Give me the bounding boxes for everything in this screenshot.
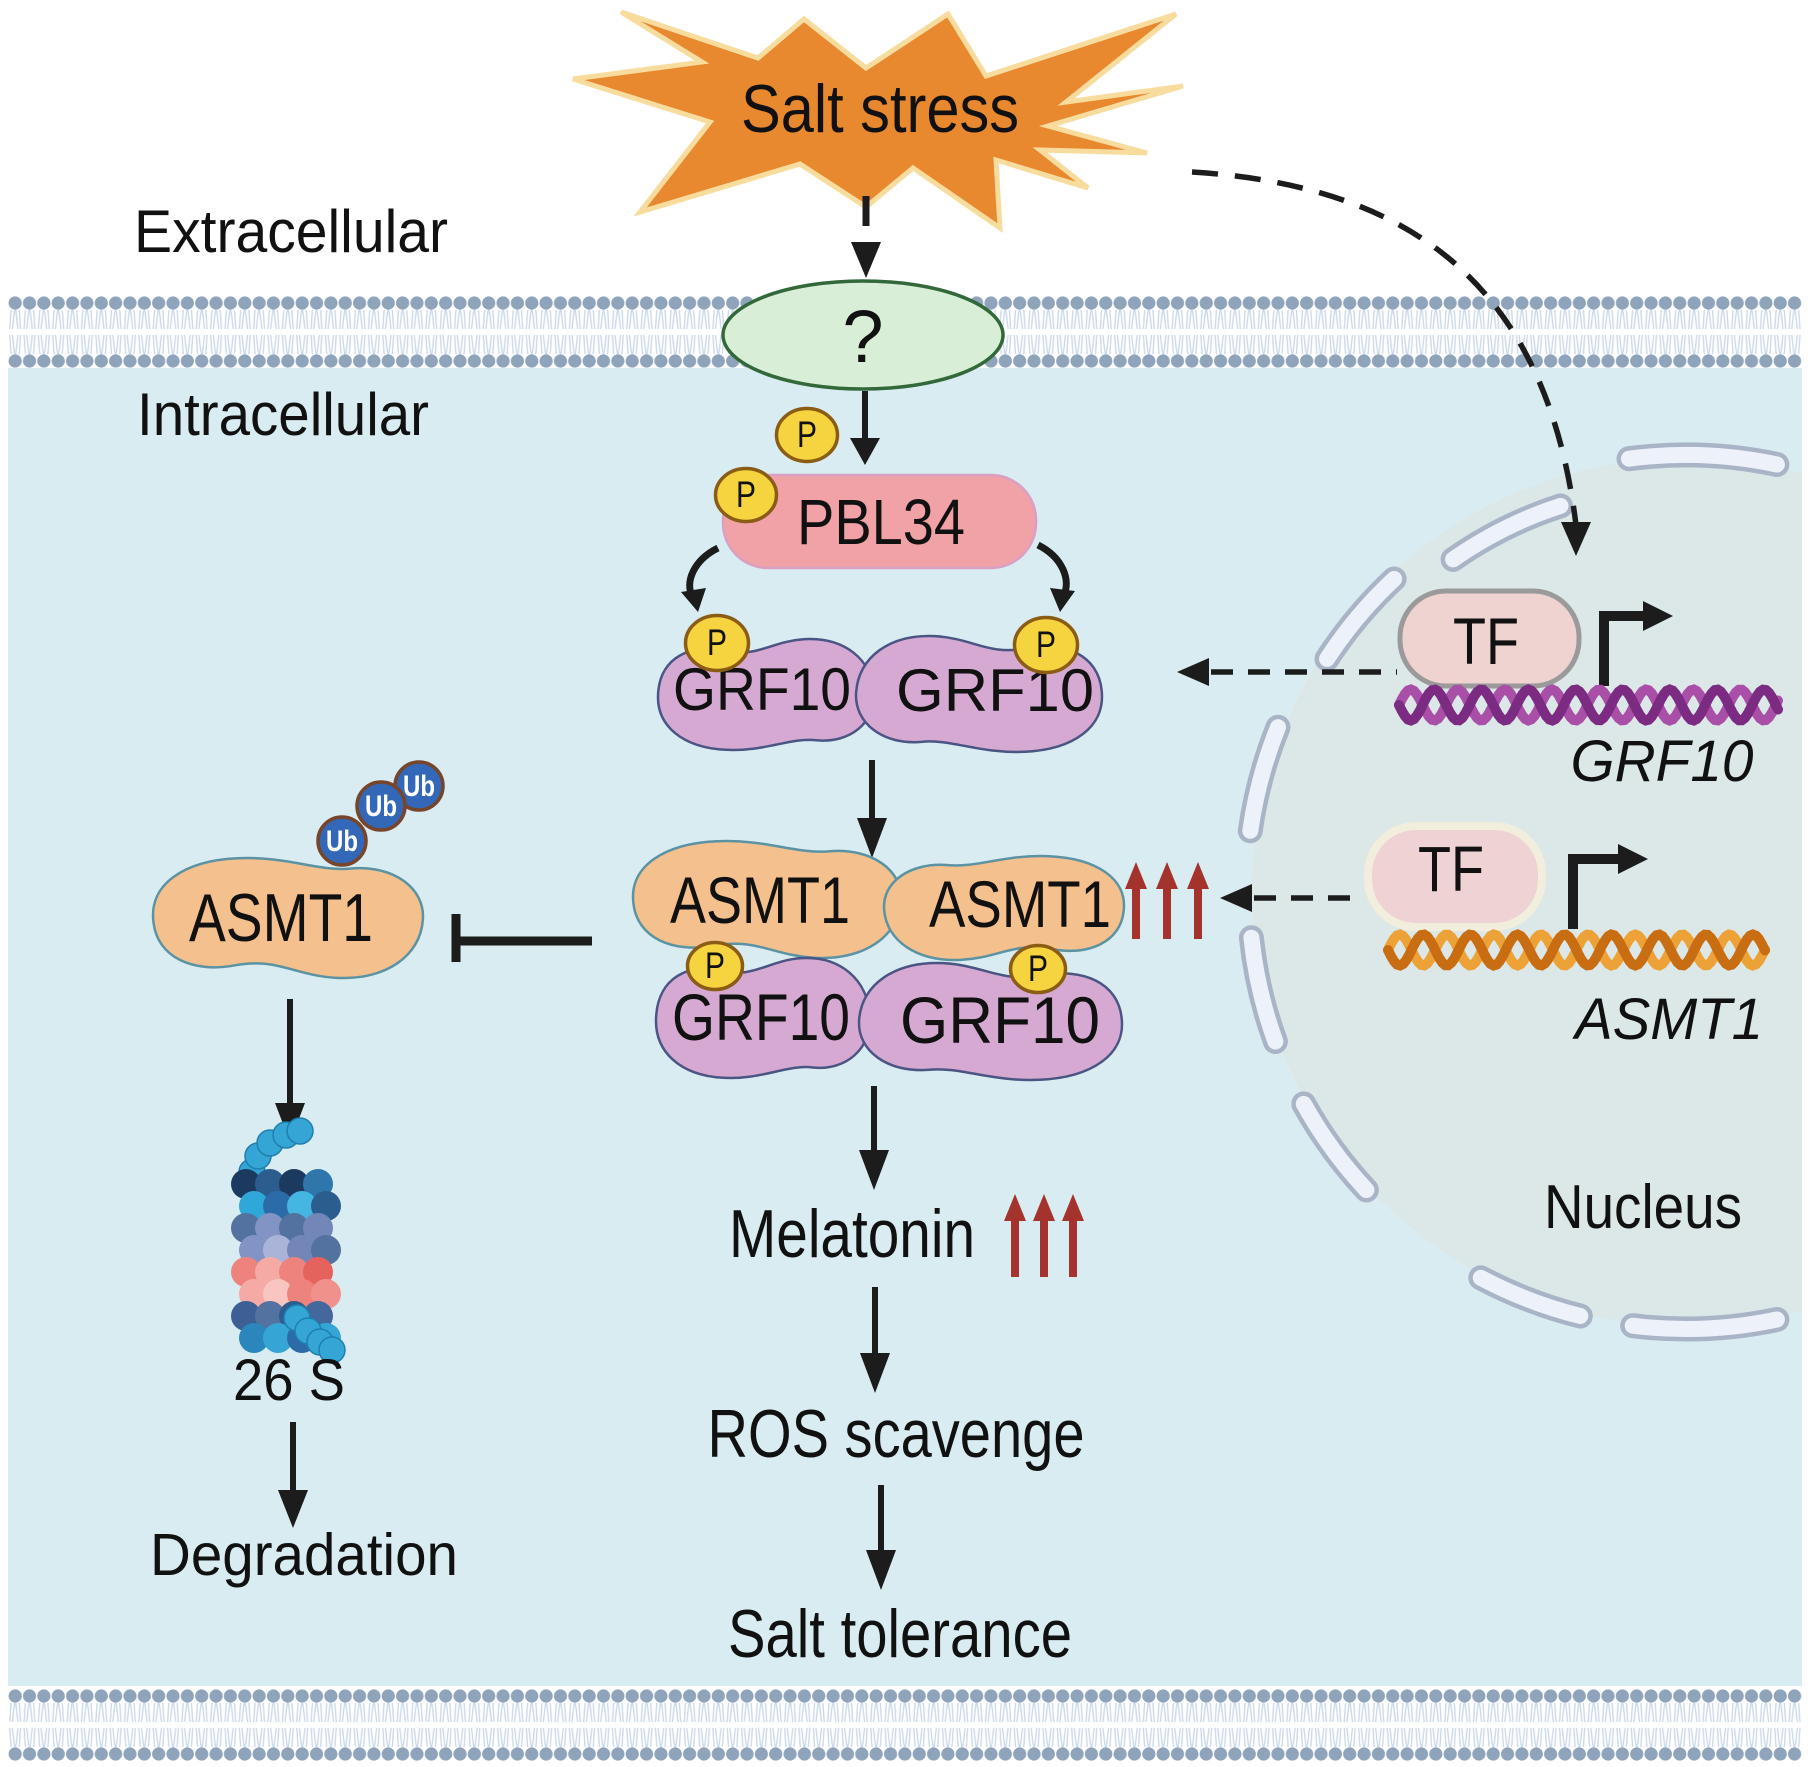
svg-text:P: P	[797, 414, 817, 455]
svg-text:Degradation: Degradation	[150, 1522, 458, 1588]
svg-text:Melatonin: Melatonin	[729, 1196, 975, 1272]
svg-text:ASMT1: ASMT1	[1572, 987, 1763, 1052]
svg-text:Salt tolerance: Salt tolerance	[728, 1596, 1072, 1672]
svg-text:P: P	[707, 622, 727, 663]
svg-text:GRF10: GRF10	[900, 983, 1100, 1057]
svg-text:ASMT1: ASMT1	[670, 863, 850, 937]
svg-text:P: P	[705, 945, 725, 986]
svg-text:PBL34: PBL34	[797, 486, 965, 558]
svg-text:TF: TF	[1418, 833, 1484, 905]
svg-text:P: P	[1036, 624, 1056, 665]
svg-text:?: ?	[842, 295, 883, 378]
svg-text:26 S: 26 S	[233, 1348, 345, 1413]
svg-text:P: P	[1028, 948, 1048, 989]
svg-text:Intracellular: Intracellular	[137, 381, 429, 448]
svg-text:Salt stress: Salt stress	[741, 71, 1019, 147]
svg-text:Extracellular: Extracellular	[134, 198, 448, 265]
svg-text:GRF10: GRF10	[672, 980, 850, 1054]
svg-text:TF: TF	[1453, 604, 1519, 678]
svg-text:Nucleus: Nucleus	[1544, 1173, 1742, 1242]
svg-text:ROS scavenge: ROS scavenge	[708, 1396, 1085, 1472]
svg-text:ASMT1: ASMT1	[929, 867, 1111, 941]
svg-text:Ub: Ub	[403, 770, 435, 803]
svg-text:ASMT1: ASMT1	[189, 880, 373, 956]
svg-text:Ub: Ub	[365, 790, 397, 823]
svg-text:Ub: Ub	[326, 825, 358, 858]
svg-text:P: P	[736, 474, 756, 515]
svg-text:GRF10: GRF10	[1571, 729, 1754, 794]
